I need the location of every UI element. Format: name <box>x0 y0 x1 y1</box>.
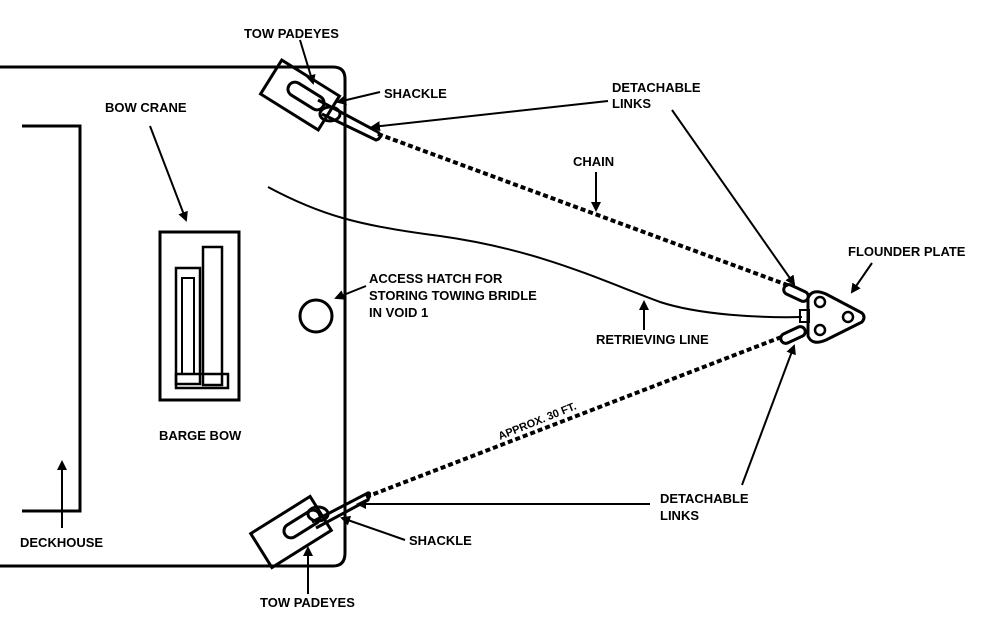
barge-hull-outline <box>0 65 347 568</box>
label-deckhouse: DECKHOUSE <box>20 535 103 550</box>
arrow-flounder-plate <box>850 262 873 294</box>
arrow-bow-crane <box>149 125 188 222</box>
arrow-detachable-top-plate <box>671 109 796 286</box>
bow-crane <box>158 230 241 402</box>
label-tow-padeyes-top: TOW PADEYES <box>244 26 339 41</box>
retrieving-line <box>267 186 803 319</box>
detachable-link-top <box>782 283 810 303</box>
label-retrieving-line: RETRIEVING LINE <box>596 332 709 347</box>
label-barge-bow: BARGE BOW <box>159 428 242 443</box>
label-shackle-top: SHACKLE <box>384 86 447 101</box>
arrow-shackle-top <box>336 91 381 106</box>
top-padeye <box>258 57 382 142</box>
label-access-hatch-1: ACCESS HATCH FOR <box>369 271 503 286</box>
chain-top <box>377 132 791 288</box>
arrow-tow-padeyes-top <box>299 39 316 85</box>
label-detachable-links-top-2: LINKS <box>612 96 651 111</box>
label-access-hatch-3: IN VOID 1 <box>369 305 428 320</box>
chain-bottom <box>365 334 785 499</box>
arrow-shackle-bottom <box>340 515 406 541</box>
label-detachable-links-bottom-2: LINKS <box>660 508 699 523</box>
flounder-plate <box>799 290 866 344</box>
label-tow-padeyes-bottom: TOW PADEYES <box>260 595 355 610</box>
detachable-link-bottom <box>779 325 807 345</box>
access-hatch <box>298 298 334 334</box>
label-detachable-links-bottom-1: DETACHABLE <box>660 491 749 506</box>
label-shackle-bottom: SHACKLE <box>409 533 472 548</box>
label-approx-length: APPROX. 30 FT. <box>497 401 579 443</box>
arrow-access-hatch <box>334 285 367 300</box>
arrow-detachable-bottom-plate <box>741 344 796 486</box>
arrow-detachable-top-chain <box>370 100 609 132</box>
label-flounder-plate: FLOUNDER PLATE <box>848 244 966 259</box>
bottom-padeye <box>248 491 372 570</box>
label-bow-crane: BOW CRANE <box>105 100 187 115</box>
label-access-hatch-2: STORING TOWING BRIDLE <box>369 288 537 303</box>
label-detachable-links-top-1: DETACHABLE <box>612 80 701 95</box>
deckhouse-outline <box>22 124 82 513</box>
label-chain: CHAIN <box>573 154 614 169</box>
